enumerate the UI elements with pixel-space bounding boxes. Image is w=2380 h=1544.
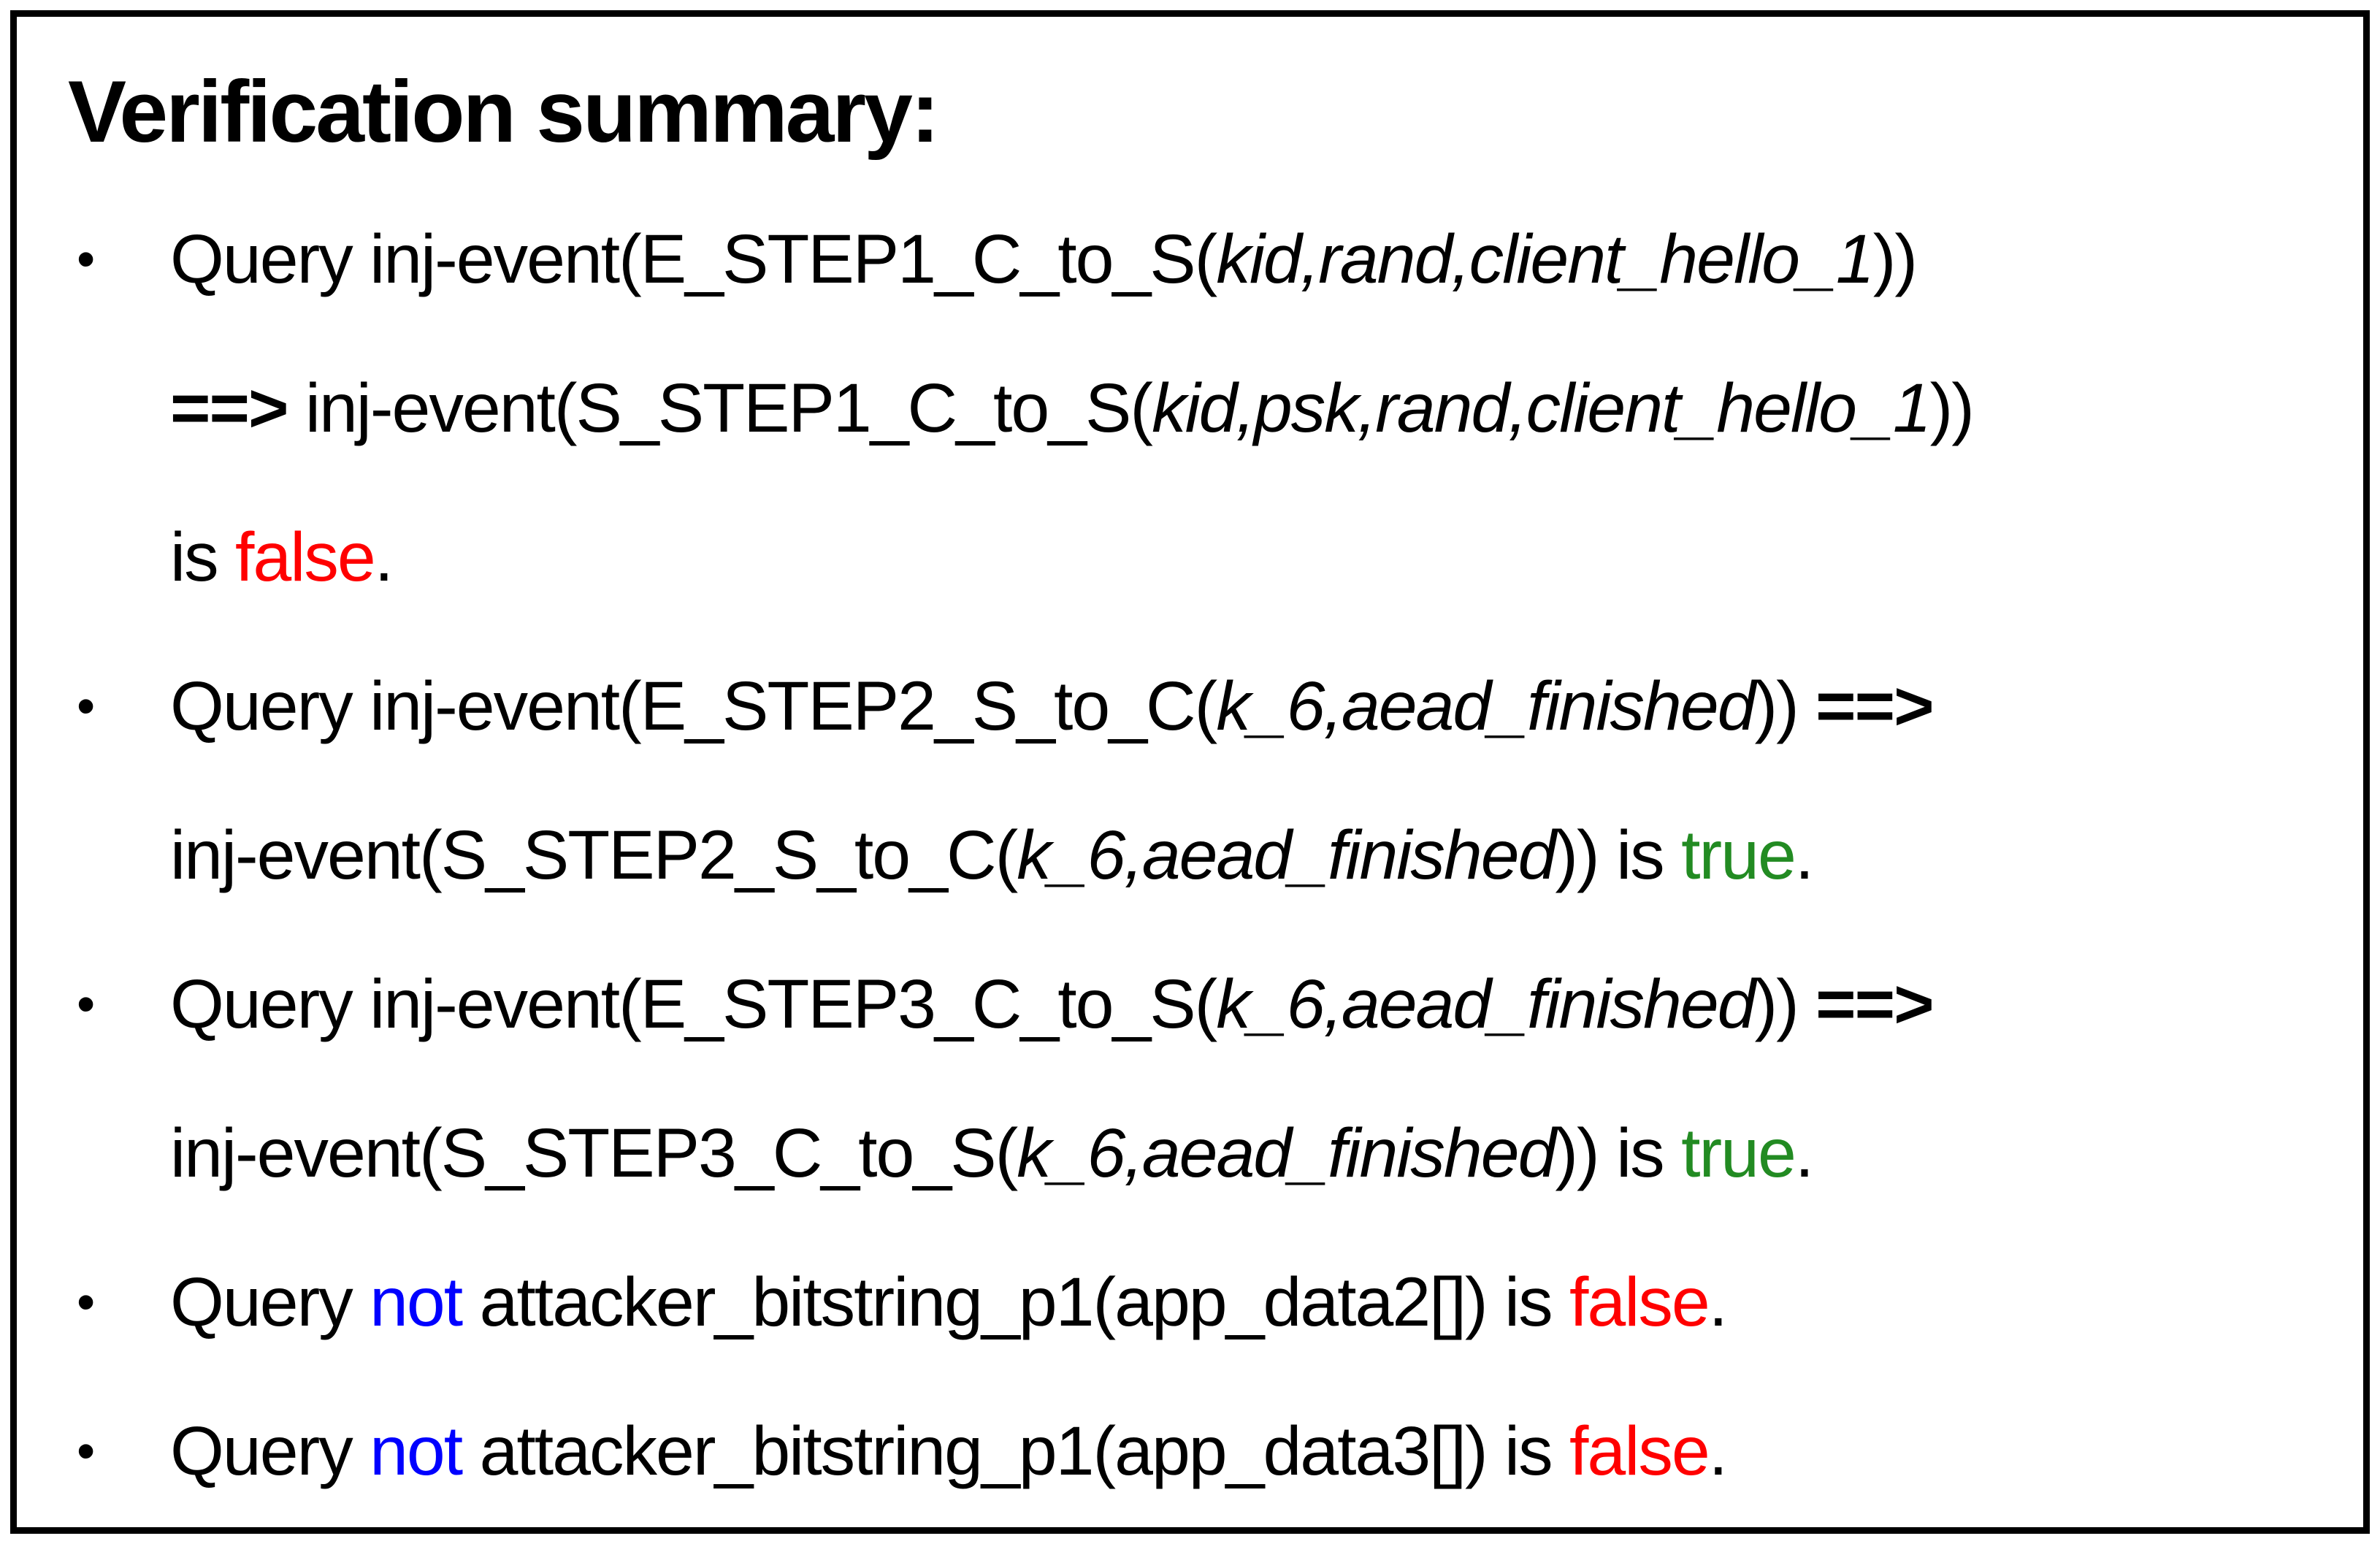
text-segment: )) is: [1555, 817, 1682, 894]
bullet-icon: •: [77, 1422, 95, 1480]
text-segment: false: [1569, 1413, 1710, 1490]
text-segment: ==>: [170, 370, 305, 447]
text-segment: attacker_bitstring_p1(app_data3[]) is: [462, 1413, 1569, 1490]
panel-title: Verification summary:: [68, 63, 940, 161]
bullet-line-continuation: inj-event(S_STEP2_S_to_C(k_6,aead_finish…: [68, 781, 2312, 930]
text-segment: .: [374, 519, 394, 596]
text-segment: )): [1754, 966, 1816, 1043]
text-segment: Query inj-event(E_STEP2_S_to_C(: [170, 668, 1217, 745]
bullet-line-continuation: is false.: [68, 483, 2312, 632]
verification-summary-panel: Verification summary: • Query inj-event(E…: [10, 10, 2370, 1534]
text-segment: true: [1681, 817, 1797, 894]
text-segment: .: [1794, 1115, 1814, 1192]
text-segment: attacker_bitstring_p1(app_data2[]) is: [462, 1264, 1569, 1341]
text-segment: )): [1929, 370, 1975, 447]
text-segment: ==>: [1815, 668, 1934, 745]
text-segment: not: [370, 1413, 463, 1490]
text-segment: k_6,aead_finished: [1017, 817, 1556, 894]
text-segment: inj-event(S_STEP1_C_to_S(: [305, 370, 1153, 447]
text-segment: .: [1794, 817, 1814, 894]
text-segment: true: [1681, 1115, 1797, 1192]
text-segment: kid,psk,rand,client_hello_1: [1152, 370, 1932, 447]
text-segment: false: [1569, 1264, 1710, 1341]
bullet-line-start: • Query inj-event(E_STEP1_C_to_S(kid,rand…: [68, 185, 2312, 334]
text-segment: inj-event(S_STEP3_C_to_S(: [170, 1115, 1018, 1192]
text-segment: k_6,aead_finished: [1017, 1115, 1556, 1192]
text-segment: )): [1754, 668, 1816, 745]
text-segment: kid,rand,client_hello_1: [1216, 221, 1874, 298]
text-segment: ==>: [1815, 966, 1934, 1043]
text-segment: Query inj-event(E_STEP1_C_to_S(: [170, 221, 1217, 298]
bullet-icon: •: [77, 975, 95, 1033]
text-segment: .: [1708, 1413, 1728, 1490]
bullet-line-continuation: ==> inj-event(S_STEP1_C_to_S(kid,psk,ran…: [68, 334, 2312, 483]
bullet-line-start: • Query inj-event(E_STEP2_S_to_C(k_6,aead…: [68, 632, 2312, 781]
bullet-line-start: • Query inj-event(E_STEP3_C_to_S(k_6,aead…: [68, 930, 2312, 1079]
text-segment: inj-event(S_STEP2_S_to_C(: [170, 817, 1018, 894]
bullet-list: • Query inj-event(E_STEP1_C_to_S(kid,rand…: [68, 185, 2312, 1526]
bullet-icon: •: [77, 230, 95, 288]
text-segment: k_6,aead_finished: [1216, 966, 1756, 1043]
bullet-line-start: • Query not attacker_bitstring_p1(app_dat…: [68, 1377, 2312, 1526]
text-segment: Query inj-event(E_STEP3_C_to_S(: [170, 966, 1217, 1043]
text-segment: )): [1872, 221, 1918, 298]
text-segment: false: [235, 519, 376, 596]
text-segment: is: [170, 519, 235, 596]
text-segment: .: [1708, 1264, 1728, 1341]
text-segment: k_6,aead_finished: [1216, 668, 1756, 745]
bullet-icon: •: [77, 677, 95, 735]
bullet-line-start: • Query not attacker_bitstring_p1(app_dat…: [68, 1228, 2312, 1377]
text-segment: Query: [170, 1264, 370, 1341]
text-segment: Query: [170, 1413, 370, 1490]
text-segment: not: [370, 1264, 463, 1341]
bullet-icon: •: [77, 1273, 95, 1331]
bullet-line-continuation: inj-event(S_STEP3_C_to_S(k_6,aead_finish…: [68, 1079, 2312, 1228]
text-segment: )) is: [1555, 1115, 1682, 1192]
